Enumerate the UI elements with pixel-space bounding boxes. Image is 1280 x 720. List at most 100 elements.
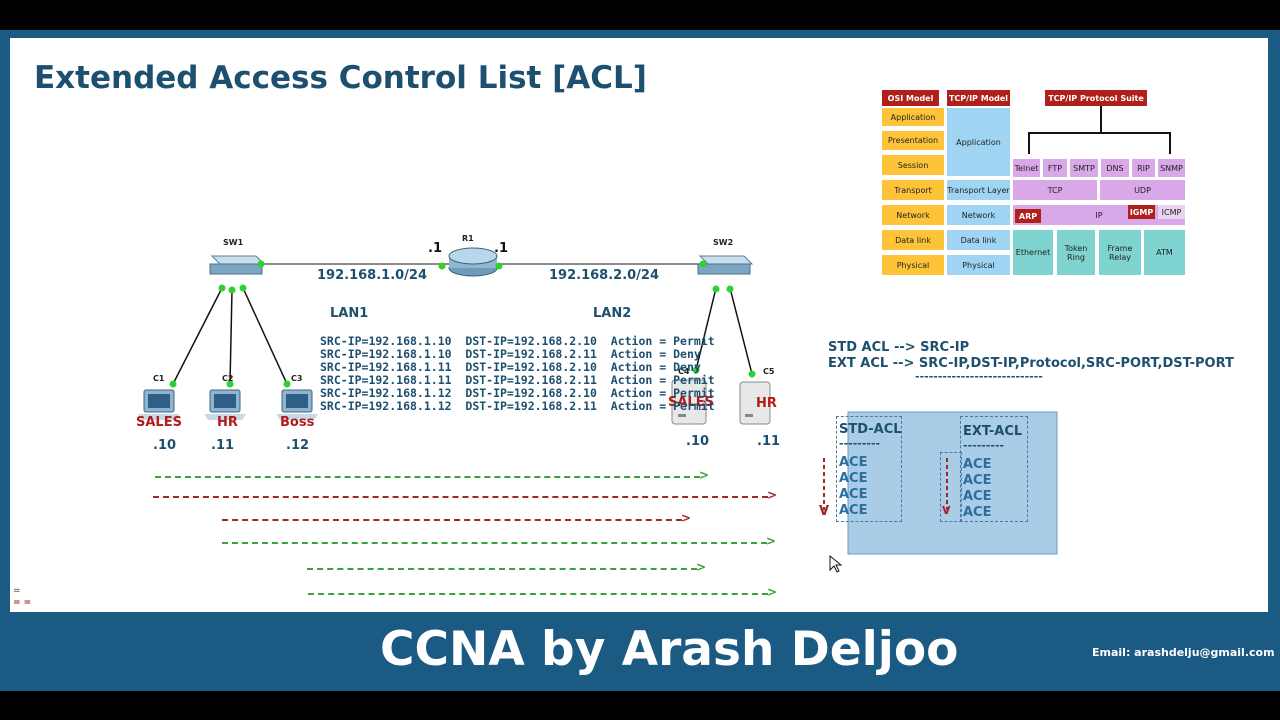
server-c4-icon	[671, 379, 707, 425]
link-protocol: Frame Relay	[1099, 230, 1141, 275]
protocol-icmp: ICMP	[1158, 205, 1185, 219]
router-r1-icon	[448, 247, 498, 277]
tcpip-layer: Transport Layer	[947, 180, 1010, 200]
tcpip-layer: Application	[947, 108, 1010, 176]
host-ip: .10	[686, 434, 710, 449]
r1-left-ip: .1	[428, 241, 442, 256]
host-name: SALES	[136, 415, 182, 430]
host-id: C5	[763, 367, 775, 376]
sw2-label: SW2	[713, 238, 734, 247]
host-id: C2	[222, 374, 234, 383]
acl-rule: SRC-IP=192.168.1.11 DST-IP=192.168.2.10 …	[320, 360, 701, 374]
tree-line	[1028, 132, 1171, 134]
acl-rule: SRC-IP=192.168.1.11 DST-IP=192.168.2.11 …	[320, 373, 715, 387]
tree-line	[1028, 132, 1030, 154]
tcpip-layer: Network	[947, 205, 1010, 225]
ext-acl-title: EXT-ACL	[963, 424, 1023, 439]
r1-right-ip: .1	[494, 241, 508, 256]
ext-dashes: ---------	[963, 439, 1005, 452]
traffic-arrow	[307, 560, 706, 574]
traffic-arrow	[308, 585, 777, 599]
acl-rule: SRC-IP=192.168.1.12 DST-IP=192.168.2.11 …	[320, 399, 715, 413]
acl-rule: SRC-IP=192.168.1.10 DST-IP=192.168.2.10 …	[320, 334, 715, 348]
link-protocol: Token Ring	[1057, 230, 1095, 275]
std-acl-box	[836, 416, 902, 522]
mouse-cursor-icon	[829, 554, 843, 573]
switch-sw1-icon	[209, 255, 266, 275]
net-right-label: 192.168.2.0/24	[549, 268, 660, 283]
host-name: HR	[756, 396, 777, 411]
osi-layer: Data link	[882, 230, 944, 250]
protocol: SNMP	[1158, 159, 1185, 177]
tcpip-layer: Physical	[947, 255, 1010, 275]
desc-underline: ----------------------------	[915, 370, 1043, 383]
protocol: SMTP	[1070, 159, 1098, 177]
ace-entry: ACE	[963, 457, 992, 472]
server-c5-icon	[739, 381, 771, 425]
osi-layer: Physical	[882, 255, 944, 275]
host-name: SALES	[668, 395, 714, 410]
legend-mark: =	[13, 586, 21, 596]
std-acl-desc: STD ACL --> SRC-IP	[828, 340, 970, 355]
lan1-label: LAN1	[330, 306, 369, 321]
host-ip: .11	[211, 438, 235, 453]
topology-diagram	[138, 247, 1058, 573]
traffic-arrow	[153, 488, 777, 502]
tcpip-header: TCP/IP Model	[947, 90, 1010, 106]
link-protocol: Ethernet	[1013, 230, 1053, 275]
ace-entry: ACE	[963, 489, 992, 504]
protocol-udp: UDP	[1100, 180, 1185, 200]
std-dashes: ---------	[839, 437, 881, 450]
host-name: HR	[217, 415, 238, 430]
suite-header: TCP/IP Protocol Suite	[1045, 90, 1147, 106]
acl-rule: SRC-IP=192.168.1.10 DST-IP=192.168.2.11 …	[320, 347, 701, 361]
osi-layer: Transport	[882, 180, 944, 200]
pc-c3-icon	[276, 389, 318, 420]
protocol: FTP	[1043, 159, 1067, 177]
pc-c1-icon	[138, 389, 180, 420]
r1-label: R1	[462, 234, 474, 243]
footer-title: CCNA by Arash Deljoo	[380, 622, 959, 677]
ext-arrow-head: V	[942, 504, 951, 517]
legend-mark: = =	[13, 598, 32, 608]
host-name: Boss	[280, 415, 315, 430]
protocol-igmp: IGMP	[1128, 205, 1155, 219]
ext-acl-box	[960, 416, 1028, 522]
ext-acl-desc: EXT ACL --> SRC-IP,DST-IP,Protocol,SRC-P…	[828, 356, 1234, 371]
ace-entry: ACE	[963, 505, 992, 520]
ace-entry: ACE	[839, 503, 868, 518]
ext-arrow-box	[940, 452, 962, 522]
sw1-label: SW1	[223, 238, 244, 247]
std-acl-title: STD-ACL	[839, 422, 902, 437]
ace-panel-bg	[847, 411, 1058, 555]
protocol-arp: ARP	[1015, 209, 1041, 223]
host-ip: .12	[286, 438, 310, 453]
net-left-label: 192.168.1.0/24	[317, 268, 428, 283]
protocol: RIP	[1132, 159, 1155, 177]
std-arrow-head: V	[819, 504, 830, 519]
tree-line	[1100, 106, 1102, 132]
acl-rule: SRC-IP=192.168.1.12 DST-IP=192.168.2.10 …	[320, 386, 715, 400]
link-protocol: ATM	[1144, 230, 1185, 275]
osi-layer: Presentation	[882, 131, 944, 150]
slide: Extended Access Control List [ACL]	[10, 38, 1268, 612]
ace-entry: ACE	[839, 455, 868, 470]
ace-entry: ACE	[963, 473, 992, 488]
host-id: C1	[153, 374, 165, 383]
osi-layer: Network	[882, 205, 944, 225]
protocol: DNS	[1101, 159, 1129, 177]
host-ip: .10	[153, 438, 177, 453]
switch-sw2-icon	[697, 255, 754, 275]
lan2-label: LAN2	[593, 306, 632, 321]
host-ip: .11	[757, 434, 781, 449]
traffic-arrow	[222, 511, 691, 525]
protocol: Telnet	[1013, 159, 1040, 177]
osi-layer: Application	[882, 108, 944, 126]
tcpip-layer: Data link	[947, 230, 1010, 250]
protocol-tcp: TCP	[1013, 180, 1097, 200]
osi-header: OSI Model	[882, 90, 939, 106]
footer-email: Email: arashdelju@gmail.com	[1092, 646, 1275, 659]
traffic-arrow	[155, 468, 709, 482]
tree-line	[1169, 132, 1171, 154]
ace-entry: ACE	[839, 487, 868, 502]
